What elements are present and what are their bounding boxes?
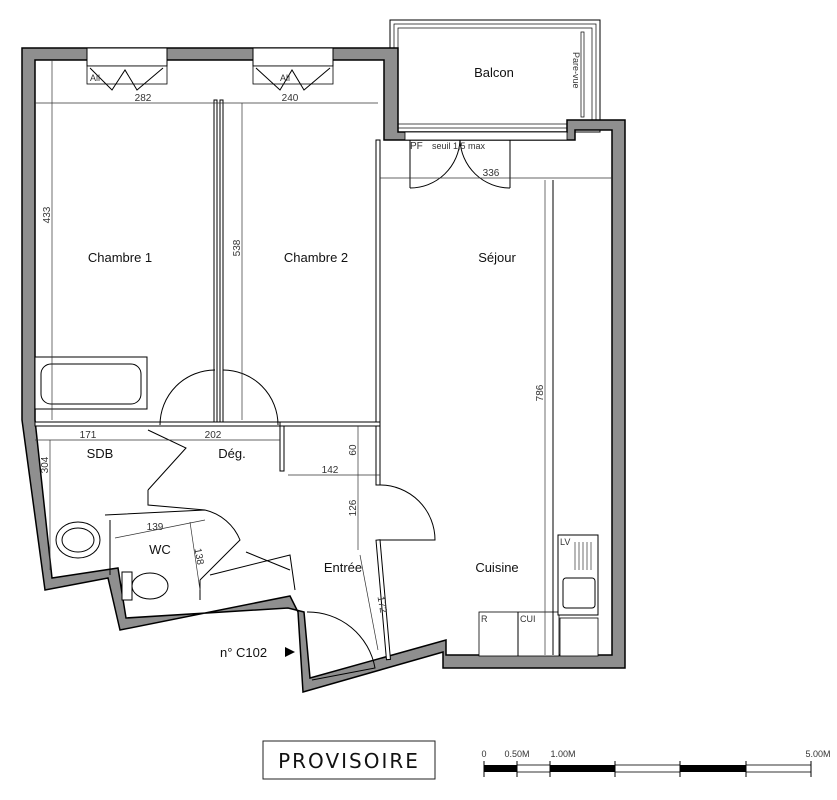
room-label-wc: WC [149, 542, 171, 557]
dim-60: 60 [348, 444, 359, 456]
pf-label: PF [410, 141, 423, 152]
scale-label-100: 1.00M [550, 749, 575, 759]
scale-bar: 0 0.50M 1.00M 5.00M [481, 749, 831, 777]
balcony [389, 19, 601, 133]
room-label-chambre-2: Chambre 2 [284, 250, 348, 265]
room-label-sejour: Séjour [478, 250, 516, 265]
scale-label-500: 5.00M [805, 749, 830, 759]
scale-label-050: 0.50M [504, 749, 529, 759]
room-label-cuisine: Cuisine [475, 560, 518, 575]
window-chambre-1 [86, 47, 168, 91]
room-label-chambre-1: Chambre 1 [88, 250, 152, 265]
kitchen-units [478, 180, 599, 657]
dim-172: 172 [375, 595, 389, 614]
dim-538: 538 [232, 239, 243, 256]
dim-786: 786 [535, 384, 546, 401]
dim-139: 139 [147, 522, 164, 533]
dim-282: 282 [135, 93, 152, 104]
washbasin [55, 521, 101, 559]
balcony-french-door [404, 131, 568, 189]
dim-433: 433 [42, 206, 53, 223]
dim-142: 142 [322, 465, 339, 476]
room-label-balcon: Balcon [474, 65, 514, 80]
dim-202: 202 [205, 430, 222, 441]
window-2-label: All [280, 73, 290, 83]
dim-336: 336 [483, 168, 500, 179]
scale-label-0: 0 [481, 749, 486, 759]
dim-171: 171 [80, 430, 97, 441]
fridge-label: R [481, 614, 488, 624]
lot-number: n° C102 [220, 645, 267, 660]
seuil-label: seuil 1,5 max [432, 141, 486, 151]
bathtub [34, 356, 148, 410]
room-label-deg: Dég. [218, 446, 245, 461]
room-label-entree: Entrée [324, 560, 362, 575]
toilet [121, 571, 169, 601]
dim-126: 126 [348, 499, 359, 516]
privacy-screen [580, 31, 585, 118]
dim-240: 240 [282, 93, 299, 104]
room-label-sdb: SDB [87, 446, 114, 461]
window-1-label: All [90, 73, 100, 83]
lot-arrow-icon [285, 647, 295, 657]
dim-304: 304 [40, 456, 51, 473]
cooker-label: CUI [520, 614, 536, 624]
provisoire-text: PROVISOIRE [278, 749, 420, 773]
sink-label: LV [560, 537, 570, 547]
interior-partitions [34, 99, 436, 681]
pare-vue-label: Pare-vue [571, 52, 581, 89]
dim-138: 138 [192, 547, 206, 566]
window-chambre-2 [252, 47, 334, 91]
provisoire-stamp: PROVISOIRE [262, 740, 436, 780]
